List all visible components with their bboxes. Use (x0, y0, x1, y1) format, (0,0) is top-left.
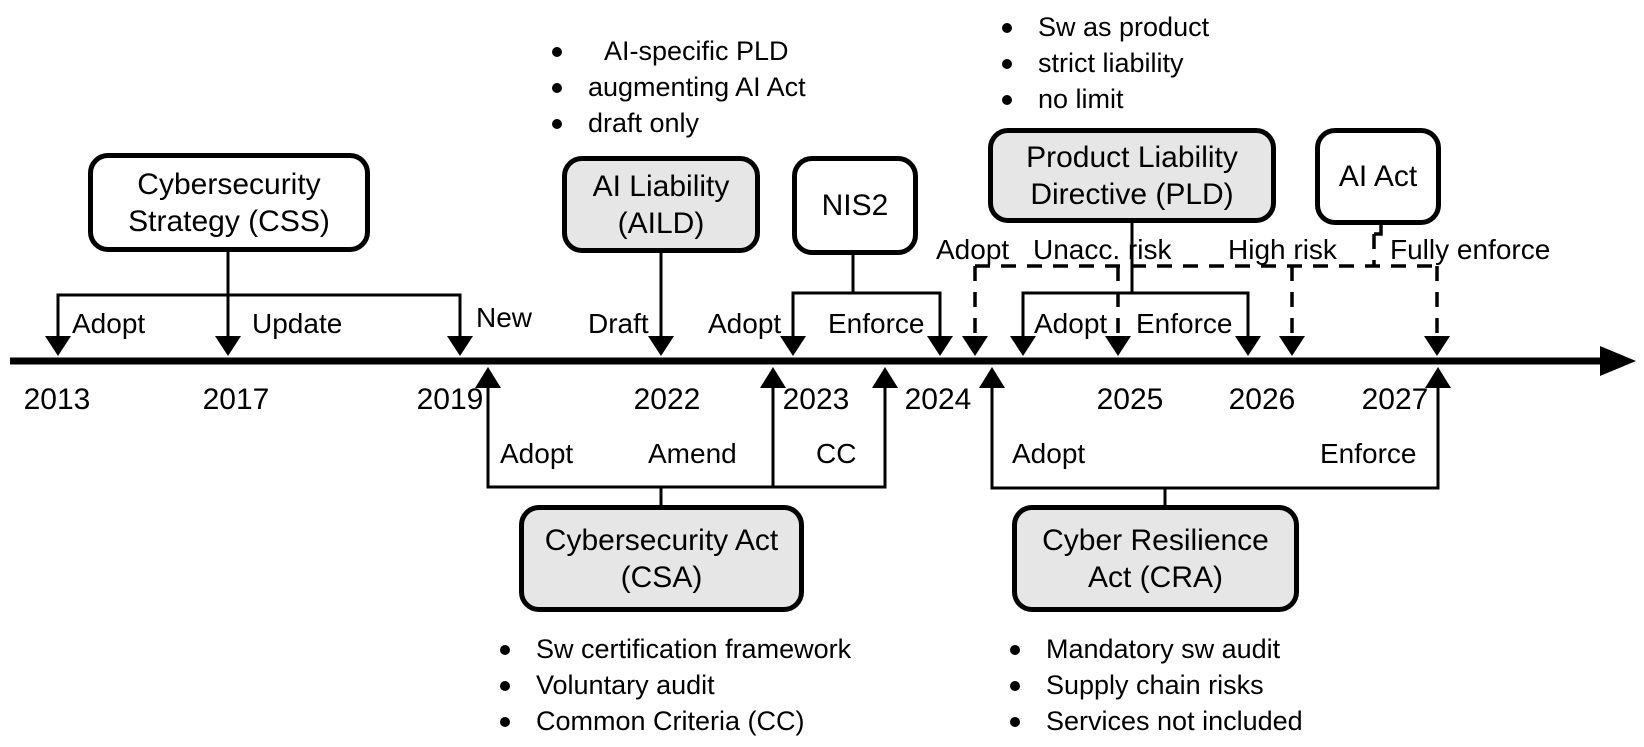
pld-connector (1010, 222, 1261, 356)
box-ai-act: AI Act (1315, 128, 1441, 225)
ai-act-dashed-connector (962, 224, 1450, 356)
label-csa-adopt: Adopt (500, 438, 574, 469)
arrow-down-aild-draft (648, 336, 674, 356)
bullet-icon (1010, 716, 1020, 727)
bullet-icon (552, 118, 562, 129)
box-nis2: NIS2 (792, 156, 918, 255)
list-item: augmenting AI Act (552, 74, 806, 101)
arrow-down-aiact-unacc-risk (1105, 336, 1131, 356)
arrow-up-csa-cc (872, 367, 898, 388)
label-css-update: Update (252, 308, 343, 339)
aild-notes: AI-specific PLD augmenting AI Act draft … (552, 38, 806, 146)
arrow-down-css-adopt (45, 336, 71, 356)
arrow-down-aiact-fully-enforce (1424, 336, 1450, 356)
label-nis2-adopt: Adopt (708, 308, 782, 339)
year-2025: 2025 (1096, 383, 1164, 416)
year-2019: 2019 (416, 383, 484, 416)
arrow-up-cra-enforce (1425, 367, 1451, 388)
arrow-down-aiact-high-risk (1279, 336, 1305, 356)
list-item: Sw as product (1002, 14, 1209, 41)
label-aiact-fully-enforce: Fully enforce (1390, 234, 1551, 265)
label-cra-enforce: Enforce (1320, 438, 1417, 469)
year-2022: 2022 (633, 383, 701, 416)
list-item: Voluntary audit (500, 672, 851, 699)
arrow-down-css-new (447, 336, 473, 356)
bullet-icon (500, 680, 510, 691)
box-ai-liability: AI Liability (AILD) (562, 156, 760, 253)
nis2-connector (780, 254, 953, 356)
label-cra-adopt: Adopt (1012, 438, 1086, 469)
year-2023: 2023 (782, 383, 850, 416)
csa-notes: Sw certification framework Voluntary aud… (500, 636, 851, 744)
pld-notes: Sw as product strict liability no limit (1002, 14, 1209, 122)
bullet-icon (1002, 58, 1012, 69)
bullet-icon (1010, 680, 1020, 691)
label-aiact-unacc-risk: Unacc. risk (1033, 234, 1172, 265)
label-css-adopt: Adopt (72, 308, 146, 339)
box-product-liability-directive: Product Liability Directive (PLD) (988, 128, 1276, 223)
arrow-down-css-update (215, 336, 241, 356)
arrow-down-pld-adopt (1010, 336, 1036, 356)
box-cybersecurity-strategy: Cybersecurity Strategy (CSS) (88, 153, 370, 252)
label-aiact-adopt: Adopt (936, 234, 1010, 265)
bullet-icon (500, 644, 510, 655)
bullet-icon (552, 46, 562, 57)
list-item: AI-specific PLD (552, 38, 806, 65)
list-item: draft only (552, 110, 806, 137)
label-csa-cc: CC (816, 438, 857, 469)
bullet-icon (1010, 644, 1020, 655)
year-2024: 2024 (904, 383, 972, 416)
label-pld-adopt: Adopt (1034, 308, 1108, 339)
year-2027: 2027 (1361, 383, 1429, 416)
list-item: Common Criteria (CC) (500, 708, 851, 735)
list-item: strict liability (1002, 50, 1209, 77)
label-pld-enforce: Enforce (1136, 308, 1233, 339)
year-2013: 2013 (23, 383, 91, 416)
box-cybersecurity-act: Cybersecurity Act (CSA) (519, 505, 804, 612)
label-csa-amend: Amend (648, 438, 737, 469)
year-2017: 2017 (202, 383, 270, 416)
cra-connector (979, 367, 1451, 507)
arrow-down-aiact-adopt (962, 336, 988, 356)
arrow-down-nis2-adopt (780, 336, 806, 356)
arrow-up-csa-amend (760, 367, 786, 388)
bullet-icon (1002, 94, 1012, 105)
bullet-icon (500, 716, 510, 727)
arrow-up-csa-adopt (475, 367, 501, 388)
year-2026: 2026 (1228, 383, 1296, 416)
label-aild-draft: Draft (588, 308, 649, 339)
bullet-icon (552, 82, 562, 93)
bullet-icon (1002, 22, 1012, 33)
list-item: Sw certification framework (500, 636, 851, 663)
list-item: no limit (1002, 86, 1209, 113)
cra-notes: Mandatory sw audit Supply chain risks Se… (1010, 636, 1303, 744)
arrow-down-nis2-enforce (927, 336, 953, 356)
list-item: Supply chain risks (1010, 672, 1303, 699)
label-aiact-high-risk: High risk (1228, 234, 1337, 265)
label-css-new: New (476, 302, 533, 333)
timeline-axis (10, 346, 1636, 376)
arrow-down-pld-enforce (1235, 336, 1261, 356)
aild-connector (648, 252, 674, 356)
label-nis2-enforce: Enforce (828, 308, 925, 339)
csa-connector (475, 367, 898, 507)
css-connector (45, 251, 473, 356)
list-item: Services not included (1010, 708, 1303, 735)
arrow-up-cra-adopt (979, 367, 1005, 388)
list-item: Mandatory sw audit (1010, 636, 1303, 663)
timeline-arrowhead (1600, 346, 1636, 376)
box-cyber-resilience-act: Cyber Resilience Act (CRA) (1012, 505, 1299, 612)
